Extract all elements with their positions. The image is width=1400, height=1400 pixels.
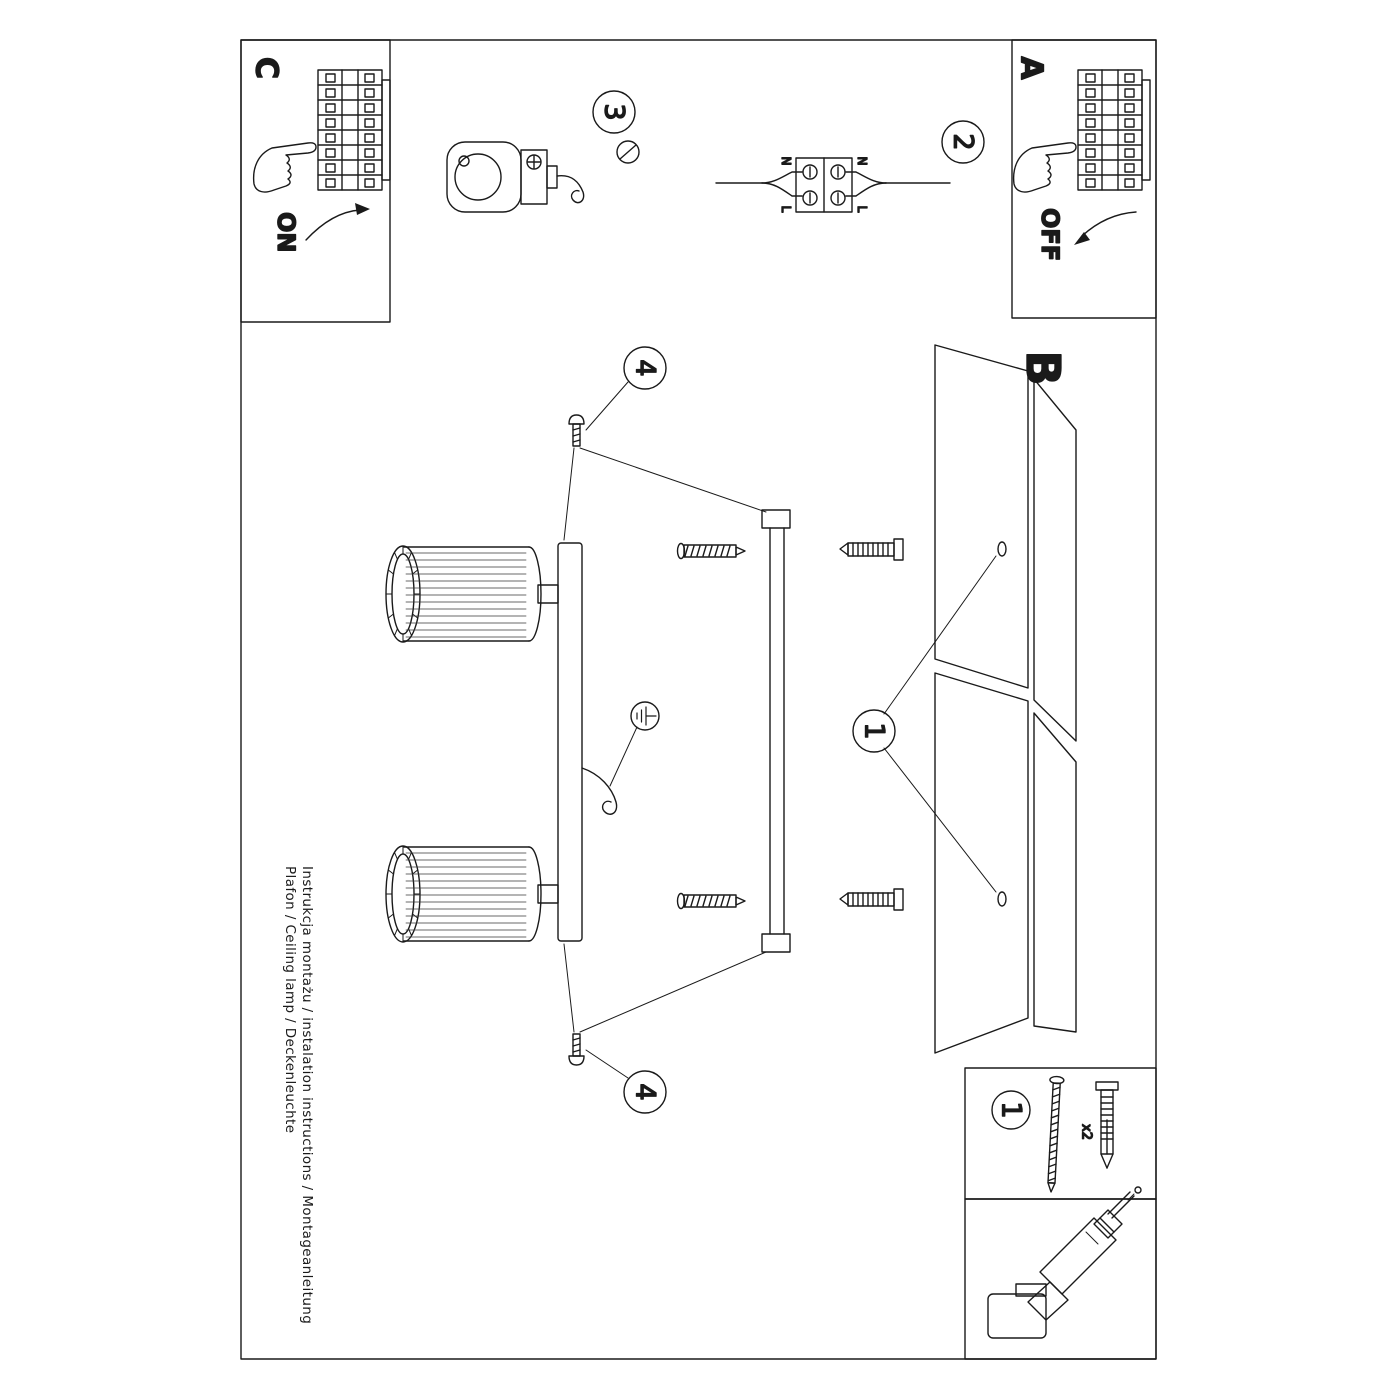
supply-wires bbox=[715, 171, 951, 197]
drill-hole-top bbox=[997, 541, 1007, 557]
quantity-x2-label: x2 bbox=[1079, 1124, 1094, 1140]
section-a-box bbox=[1011, 39, 1157, 319]
page-border bbox=[240, 39, 1157, 1360]
hand-icon bbox=[1012, 142, 1077, 193]
mounting-bracket bbox=[761, 509, 791, 953]
step-1-badge bbox=[852, 709, 896, 753]
shade-ribs bbox=[405, 552, 527, 638]
switch-on-label: ON bbox=[272, 212, 300, 253]
step-1-badge-hardware bbox=[991, 1090, 1031, 1130]
switch-off-arrow-icon bbox=[1074, 211, 1137, 245]
terminal-n-label-left: N bbox=[779, 157, 793, 166]
step-2-number: 2 bbox=[948, 133, 979, 150]
fixing-screw-top bbox=[563, 381, 767, 541]
step-3-badge bbox=[592, 90, 636, 134]
terminal-block-icon bbox=[795, 157, 853, 213]
lamp-shade-top bbox=[385, 545, 559, 643]
step-4-number-bottom: 4 bbox=[630, 1083, 661, 1100]
step-1-number-hardware: 1 bbox=[996, 1101, 1027, 1118]
wire-icon bbox=[556, 175, 585, 204]
wall-plug-top bbox=[839, 538, 904, 561]
footer-title-line: Instrukcja montażu / instalation instruc… bbox=[299, 866, 315, 1325]
shade-ribs bbox=[405, 852, 527, 938]
switch-off-label: OFF bbox=[1036, 208, 1064, 261]
section-c-box bbox=[240, 39, 391, 323]
step-3-number: 3 bbox=[599, 103, 630, 120]
switch-on-arrow-icon bbox=[305, 203, 370, 241]
step-1-number: 1 bbox=[859, 722, 890, 739]
mounting-plate bbox=[557, 542, 583, 942]
drill-box bbox=[964, 1186, 1157, 1360]
drill-hole-bottom bbox=[997, 891, 1007, 907]
fuse-switch-icon bbox=[317, 69, 391, 191]
step-2-diagram bbox=[715, 120, 985, 213]
screw-head-icon bbox=[616, 140, 640, 164]
step-4-badge-top bbox=[623, 346, 667, 390]
fuse-switch-icon bbox=[1077, 69, 1151, 191]
wall-screw-bottom bbox=[676, 892, 746, 910]
drill-icon bbox=[987, 1186, 1142, 1339]
exploded-view bbox=[385, 344, 1077, 1114]
terminal-l-label-right: L bbox=[855, 206, 869, 213]
hand-icon bbox=[252, 142, 317, 193]
ground-wire bbox=[581, 767, 618, 815]
terminal-l-label-left: L bbox=[779, 206, 793, 213]
step-4-badge-bottom bbox=[623, 1070, 667, 1114]
lamp-shade-bottom bbox=[385, 845, 559, 943]
section-a-label: A bbox=[1014, 56, 1049, 80]
terminal-n-label-right: N bbox=[855, 157, 869, 166]
wall-plug-icon bbox=[1095, 1081, 1119, 1169]
step-3-diagram bbox=[446, 90, 640, 213]
step-4-number-top: 4 bbox=[630, 359, 661, 376]
wall-screw-top bbox=[676, 542, 746, 560]
footer-product-line: Plafon / Ceiling lamp / Deckenleuchte bbox=[282, 866, 298, 1134]
wall-panels bbox=[934, 344, 1077, 1054]
hardware-box bbox=[964, 1067, 1157, 1200]
screw-icon bbox=[1047, 1075, 1065, 1193]
fixing-screw-bottom bbox=[563, 943, 767, 1079]
section-b-label: B bbox=[1016, 350, 1070, 385]
lamp-holder-icon bbox=[446, 141, 585, 213]
step-2-badge bbox=[941, 120, 985, 164]
ground-symbol-icon bbox=[609, 701, 660, 787]
wall-plug-bottom bbox=[839, 888, 904, 911]
section-c-label: C bbox=[249, 57, 284, 79]
